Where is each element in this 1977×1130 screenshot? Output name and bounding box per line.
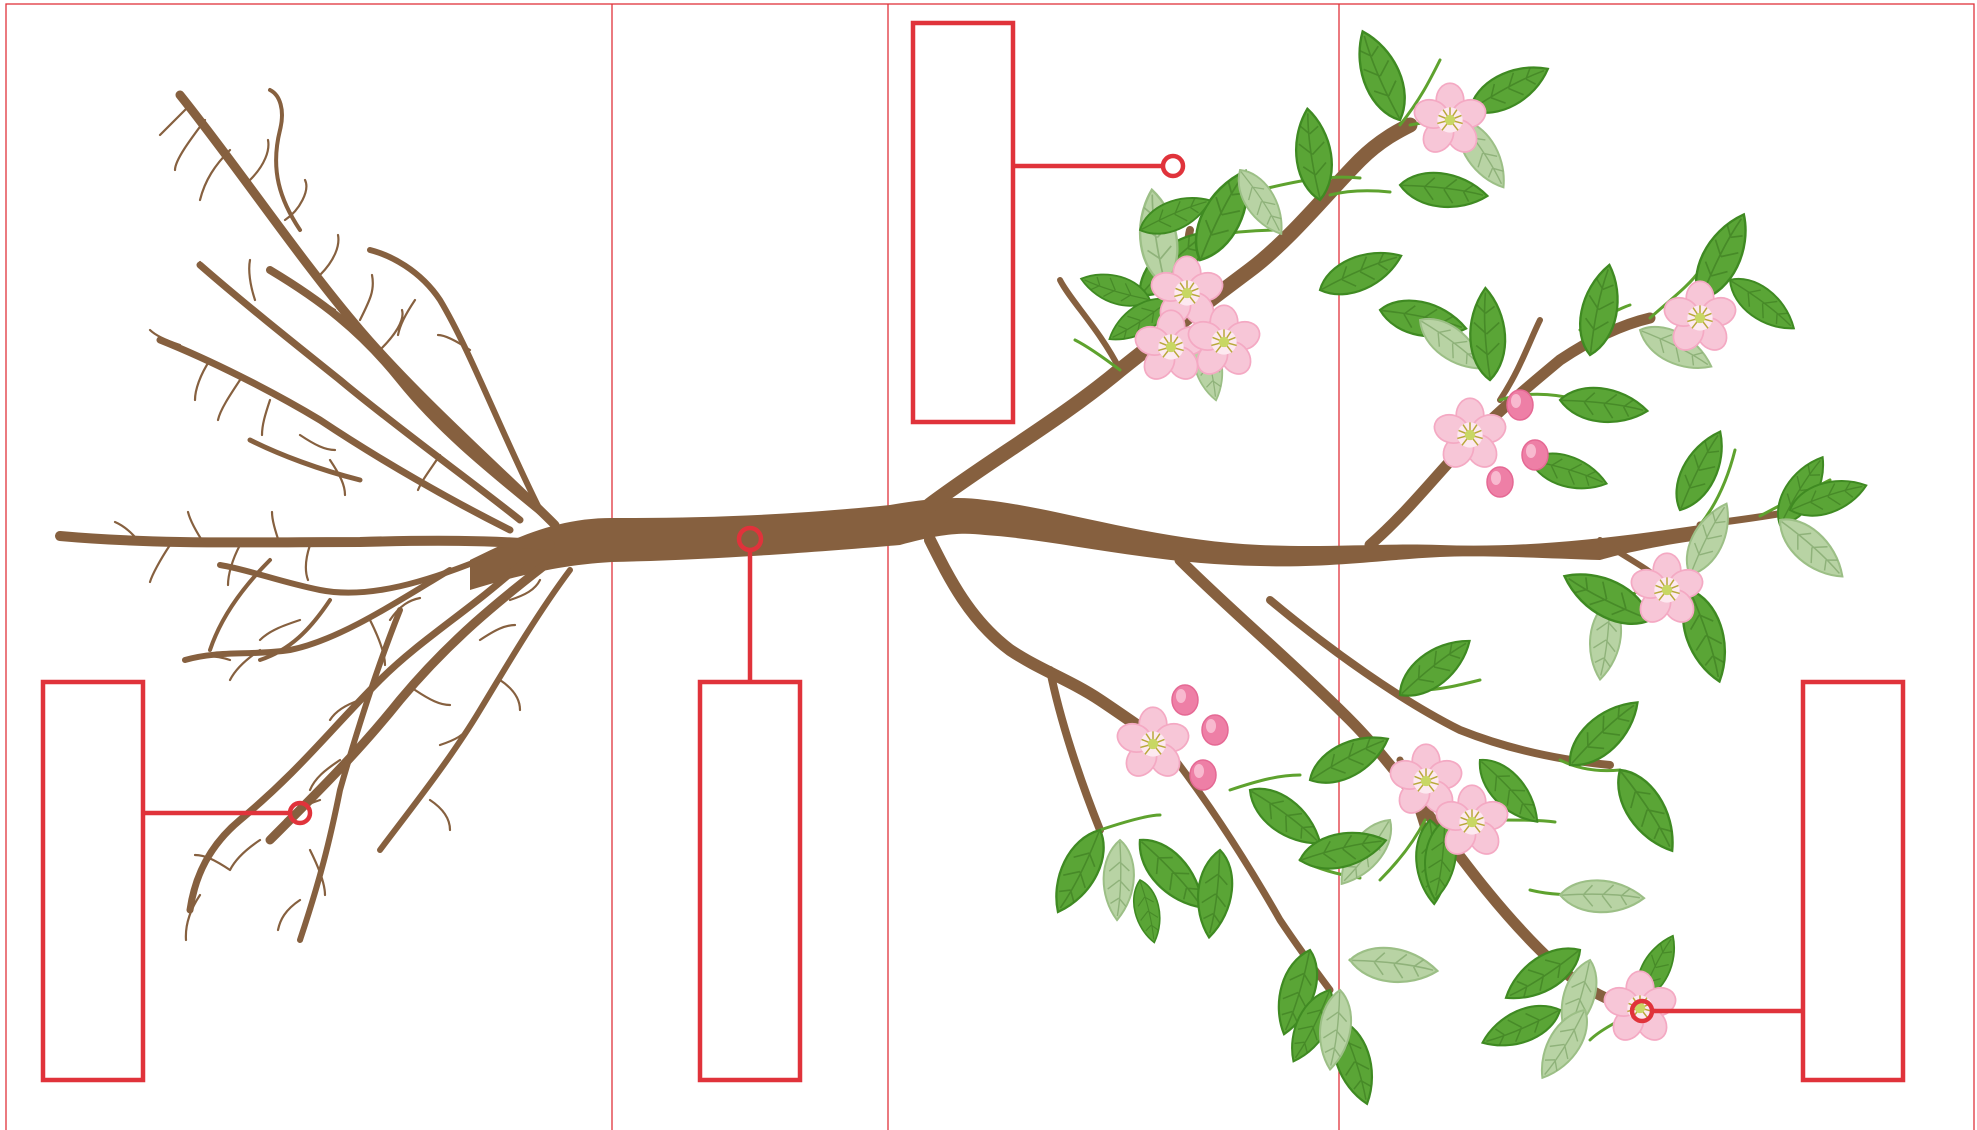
label-box-upper-leaf[interactable] (913, 23, 1013, 422)
label-box-dead-twig[interactable] (43, 682, 143, 1080)
leaves (1041, 24, 1871, 1108)
callout-main-branch (700, 528, 800, 1080)
label-box-lower-flower[interactable] (1803, 682, 1903, 1080)
label-box-main-branch[interactable] (700, 682, 800, 1080)
callout-lower-flower (1632, 682, 1903, 1080)
marker-circle (1163, 156, 1183, 176)
main-branch (470, 498, 1700, 590)
callout-dead-twig (43, 682, 310, 1080)
